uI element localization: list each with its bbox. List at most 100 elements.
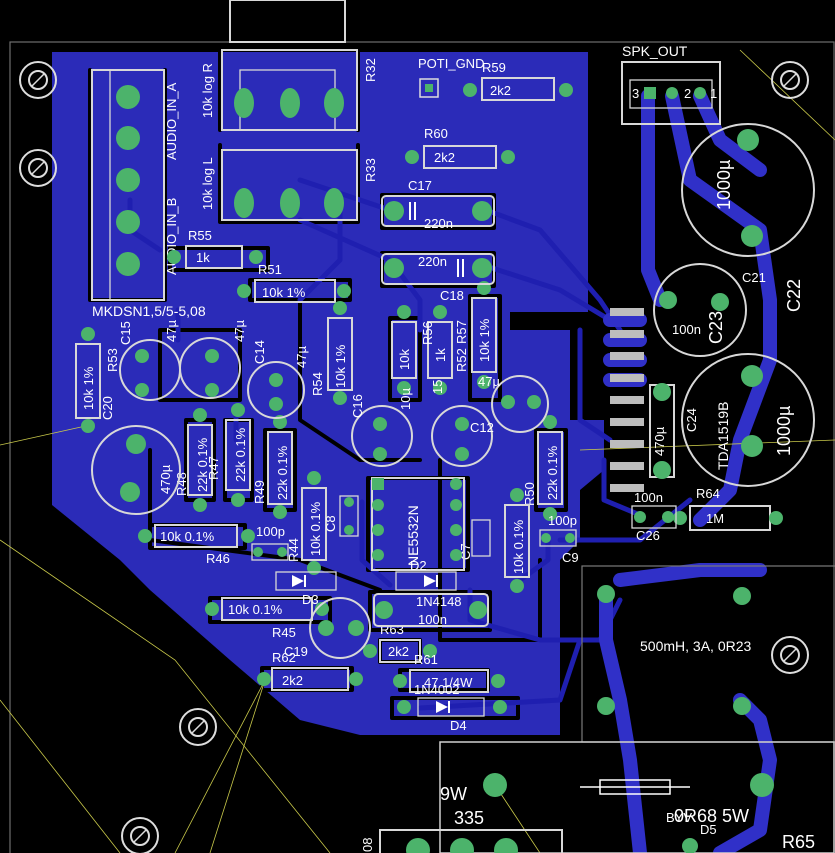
r46-label: R46 [206,551,230,566]
r60-value: 2k2 [434,150,455,165]
capacitor-c17[interactable]: 220n C17 [381,178,495,231]
power-resistor-r65[interactable]: 0R68 5W R65 BYV D5 9W 335 [439,741,835,853]
resistor-r50[interactable]: 22k 0.1% R50 [522,415,563,521]
resistor-r46[interactable]: 10k 0.1% R46 [138,524,255,566]
resistor-r53[interactable]: 10k 1% R53 [75,327,120,433]
r49-label: R49 [252,480,267,504]
c26-label: C26 [636,528,660,543]
capacitor-c21[interactable]: 1000µ C21 [681,123,815,285]
resistor-r47[interactable]: 22k 0.1% R47 [206,403,251,507]
c21-label: C21 [742,270,766,285]
r65-value: 0R68 5W [674,806,749,826]
mkdsn-label: MKDSN1,5/5-5,08 [92,303,206,319]
capacitor-c14[interactable]: C14 47µ [247,340,309,419]
spk-pin-3: 3 [632,86,639,101]
capacitor-c8[interactable]: C8 [323,495,359,537]
resistor-r54[interactable]: 10k 1% R54 [310,301,353,405]
capacitor-c10[interactable]: 100p [251,524,289,561]
resistor-r60[interactable]: 2k2 R60 [405,126,515,169]
r55-label: R55 [188,228,212,243]
potentiometer-r32[interactable]: 10k log R R32 [200,0,378,131]
d4-value: 1N4002 [414,682,460,697]
c19-label: C19 [284,644,308,659]
spk-out-label: SPK_OUT [622,43,688,59]
ic-ne5532n[interactable]: NE5532N [371,477,465,571]
capacitor-c3[interactable]: 100n 1N4148 [373,593,489,627]
capacitor-c11[interactable]: 47µ [478,374,549,433]
resistor-r59[interactable]: 2k2 R59 [463,60,573,101]
r48-value: 22k 0.1% [195,437,210,492]
resistor-r48[interactable]: 22k 0.1% R48 [174,408,213,512]
diode-d2[interactable]: D2 [395,558,457,591]
c14-value: 47µ [294,346,309,368]
c21-value: 1000µ [714,160,734,210]
audio-in-label: AUDIO_IN_A [164,82,179,160]
capacitor-c22[interactable]: C22 [784,279,804,312]
r47-value: 22k 0.1% [233,427,248,482]
c23-label: C23 [706,311,726,344]
r59-value: 2k2 [490,83,511,98]
r52-label: R52 [454,348,469,372]
r56-label: R56 [420,321,435,345]
d5-label: D5 [700,822,717,837]
ic-tda1519b[interactable]: TDA1519B [610,308,731,492]
potentiometer-r33[interactable]: 10k log L R33 [200,149,378,221]
capacitor-c23[interactable]: 100n C23 [653,263,747,357]
c24-value: 470µ [652,426,667,456]
capacitor-c25[interactable]: 1000µ [681,353,815,487]
r51-label: R51 [258,262,282,277]
capacitor-c19[interactable]: C19 [284,597,371,659]
resistor-r62[interactable]: 2k2 R62 [257,650,363,691]
airwires [0,49,835,853]
poti-gnd-pad[interactable]: POTI_GND [418,56,484,98]
capacitor-c12[interactable]: C12 15 [430,380,494,467]
capacitor-c24[interactable]: 470µ C24 [649,383,699,479]
r62-value: 2k2 [282,673,303,688]
resistor-r55[interactable]: 1k R55 [167,228,263,269]
r62-label: R62 [272,650,296,665]
r50-label: R50 [522,482,537,506]
c26-value: 100n [634,490,663,505]
resistor-r45[interactable]: 10k 0.1% R45 [205,597,329,640]
c3-value: 100n [418,612,447,627]
c20-label: C20 [100,396,115,420]
capacitor-c16[interactable]: C16 10µ [350,388,413,467]
capacitor-c26[interactable]: C26 100n [631,490,677,543]
resistor-r61[interactable]: 47 1/4W R61 [393,652,505,693]
r49-value: 22k 0.1% [275,445,290,500]
resistor-r43[interactable]: 10k 0.1% [504,488,530,593]
spk-pin-2: 2 [684,86,691,101]
resistor-r56[interactable]: 1k R56 [420,305,453,395]
tda-label: TDA1519B [715,402,731,470]
r43-value: 10k 0.1% [511,519,526,574]
bottom-08: 08 [360,838,375,852]
r63-value: 2k2 [388,644,409,659]
c25-value: 1000µ [774,406,794,456]
capacitor-c9[interactable]: C9 100p [539,513,579,565]
resistor-r49[interactable]: 22k 0.1% R49 [252,415,293,519]
diode-d4[interactable]: D4 1N4002 [397,682,507,733]
diode-d3[interactable]: D3 [275,571,337,607]
resistor-r51[interactable]: 10k 1% R51 [237,262,351,303]
r55-value: 1k [196,250,210,265]
inductor-label: 500mH, 3A, 0R23 [640,638,751,654]
bottom-connector[interactable]: 08 [360,829,563,853]
r48-label: R48 [174,472,189,496]
d5-value: BYV [666,810,692,825]
resistor-r57[interactable]: 10k 1% R57 [454,281,497,389]
c17-label: C17 [408,178,432,193]
resistor-r44[interactable]: 10k 0.1% R44 [286,471,327,575]
spk-out-connector[interactable]: 3 2 1 SPK_OUT [621,43,721,125]
capacitor-c20[interactable]: C20 470µ [91,396,181,515]
spk-pin-1: 1 [710,86,717,101]
r44-value: 10k 0.1% [308,501,323,556]
resistor-r52[interactable]: 10k R52 [391,305,469,395]
c18-value: 220n [418,254,447,269]
d3-value: 1N4148 [416,594,462,609]
r50-value: 22k 0.1% [545,445,560,500]
capacitor-c13[interactable]: 47µ [179,320,247,399]
capacitor-c18[interactable]: 220n C18 [381,253,495,303]
resistor-r64[interactable]: 1M R64 [673,486,783,531]
c11-value: 47µ [478,374,500,389]
